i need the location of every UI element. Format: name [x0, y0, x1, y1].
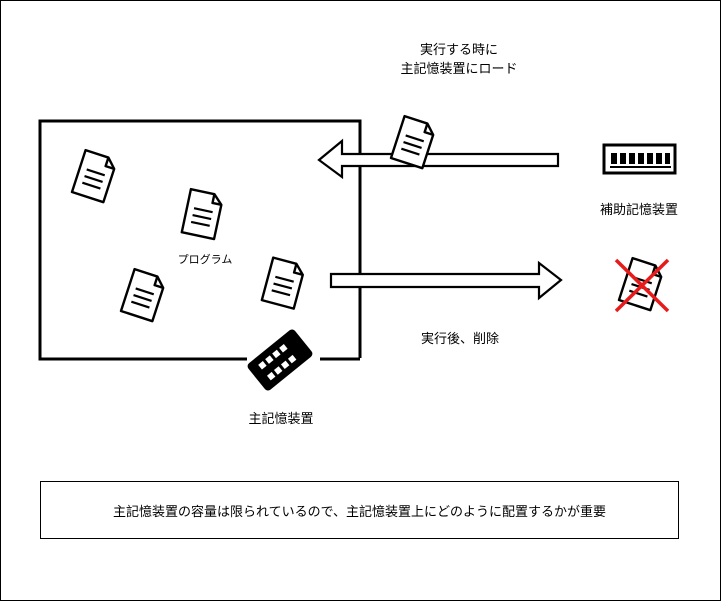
after-run-delete-label: 実行後、削除: [420, 332, 500, 347]
load-arrow: [317, 138, 560, 180]
memory-module-icon: [602, 143, 677, 175]
program-label: プログラム: [177, 253, 233, 266]
note-text: 主記憶装置の容量は限られているので、主記憶装置上にどのように配置するかが重要: [112, 504, 607, 520]
main-memory-label: 主記憶装置: [248, 412, 314, 427]
red-cross-icon: [614, 258, 670, 313]
program-document-icon: [180, 187, 225, 241]
program-document-icon: [119, 267, 168, 323]
memory-chip-icon: [247, 329, 313, 391]
load-label-line1: 実行する時に: [419, 43, 499, 58]
program-document-icon: [260, 256, 307, 310]
note-box: 主記憶装置の容量は限られているので、主記憶装置上にどのように配置するかが重要: [40, 481, 679, 539]
delete-arrow: [329, 260, 563, 301]
main-memory-box: [38, 119, 362, 361]
load-label-line2: 主記憶装置にロード: [400, 62, 518, 77]
secondary-storage-label: 補助記憶装置: [599, 203, 679, 218]
program-document-icon: [70, 148, 119, 204]
